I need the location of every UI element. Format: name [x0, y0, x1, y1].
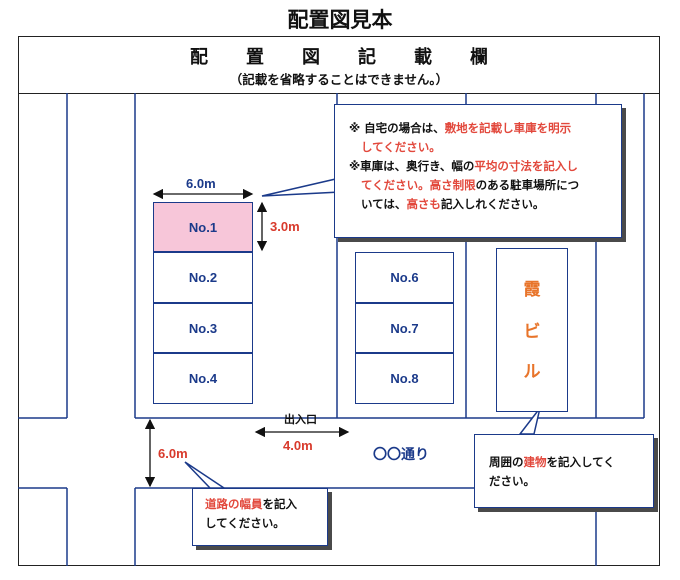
parking-slot: No.8 [355, 353, 454, 404]
callout-highlight: 建物 [523, 455, 547, 469]
parking-slot: No.6 [355, 252, 454, 303]
callout-garage-instructions: ※ 自宅の場合は、敷地を記載し車庫を明示 してください。 ※車庫は、奥行き、幅の… [334, 104, 622, 238]
callout-text: いては、 [361, 196, 407, 211]
road-width-label: 6.0m [158, 446, 188, 461]
callout-text: を記入してく [546, 455, 615, 469]
callout-road-width: 道路の幅員を記入 してください。 [192, 488, 328, 546]
callout-highlight: 平均の寸法を記入し [474, 158, 578, 173]
callout-text: を記入 [262, 497, 298, 511]
callout-highlight: 高さも [406, 196, 441, 211]
header-band: 配置図記載欄 （記載を省略することはできません。） [19, 37, 659, 94]
callout-highlight: 敷地を記載し車庫を明示 [444, 121, 572, 135]
building-label-char: ル [523, 362, 541, 382]
slot-width-label: 6.0m [186, 176, 216, 191]
parking-slot: No.2 [153, 252, 253, 303]
road-callout-pointer [184, 461, 227, 489]
slot-depth-label: 3.0m [270, 219, 300, 234]
callout-surroundings: 周囲の建物を記入してく ださい。 [474, 434, 654, 508]
parking-slot: No.1 [153, 202, 253, 252]
top-callout-pointer [261, 177, 341, 197]
callout-text: ※車庫は、奥行き、幅の [349, 158, 475, 173]
callout-text: ※ 自宅の場合は、 [349, 121, 445, 135]
callout-text: のある駐車場所につ [475, 177, 580, 192]
entrance-label: 出入口 [284, 413, 317, 426]
header-note: （記載を省略することはできません。） [229, 72, 449, 87]
callout-text: 記入しれください。 [440, 196, 545, 211]
callout-highlight: してください。 [361, 139, 441, 154]
parking-slot: No.7 [355, 303, 454, 353]
building-label-char: ビ [523, 322, 541, 342]
entrance-width-label: 4.0m [283, 438, 313, 453]
callout-highlight: てください。高さ制限 [361, 177, 476, 192]
callout-text: してください。 [205, 515, 285, 530]
callout-text: ださい。 [489, 473, 535, 488]
building: 霞 ビ ル [496, 248, 568, 412]
parking-slot: No.3 [153, 303, 253, 353]
callout-highlight: 道路の幅員 [205, 497, 263, 511]
parking-slot: No.4 [153, 353, 253, 404]
page-title: 配置図見本 [287, 8, 393, 32]
header-title: 配置図記載欄 [190, 47, 526, 68]
layout-frame: 配置図記載欄 （記載を省略することはできません。） [18, 36, 660, 566]
building-label-char: 霞 [523, 280, 541, 300]
callout-text: 周囲の [489, 455, 524, 469]
street-name: 〇〇通り [373, 447, 429, 463]
